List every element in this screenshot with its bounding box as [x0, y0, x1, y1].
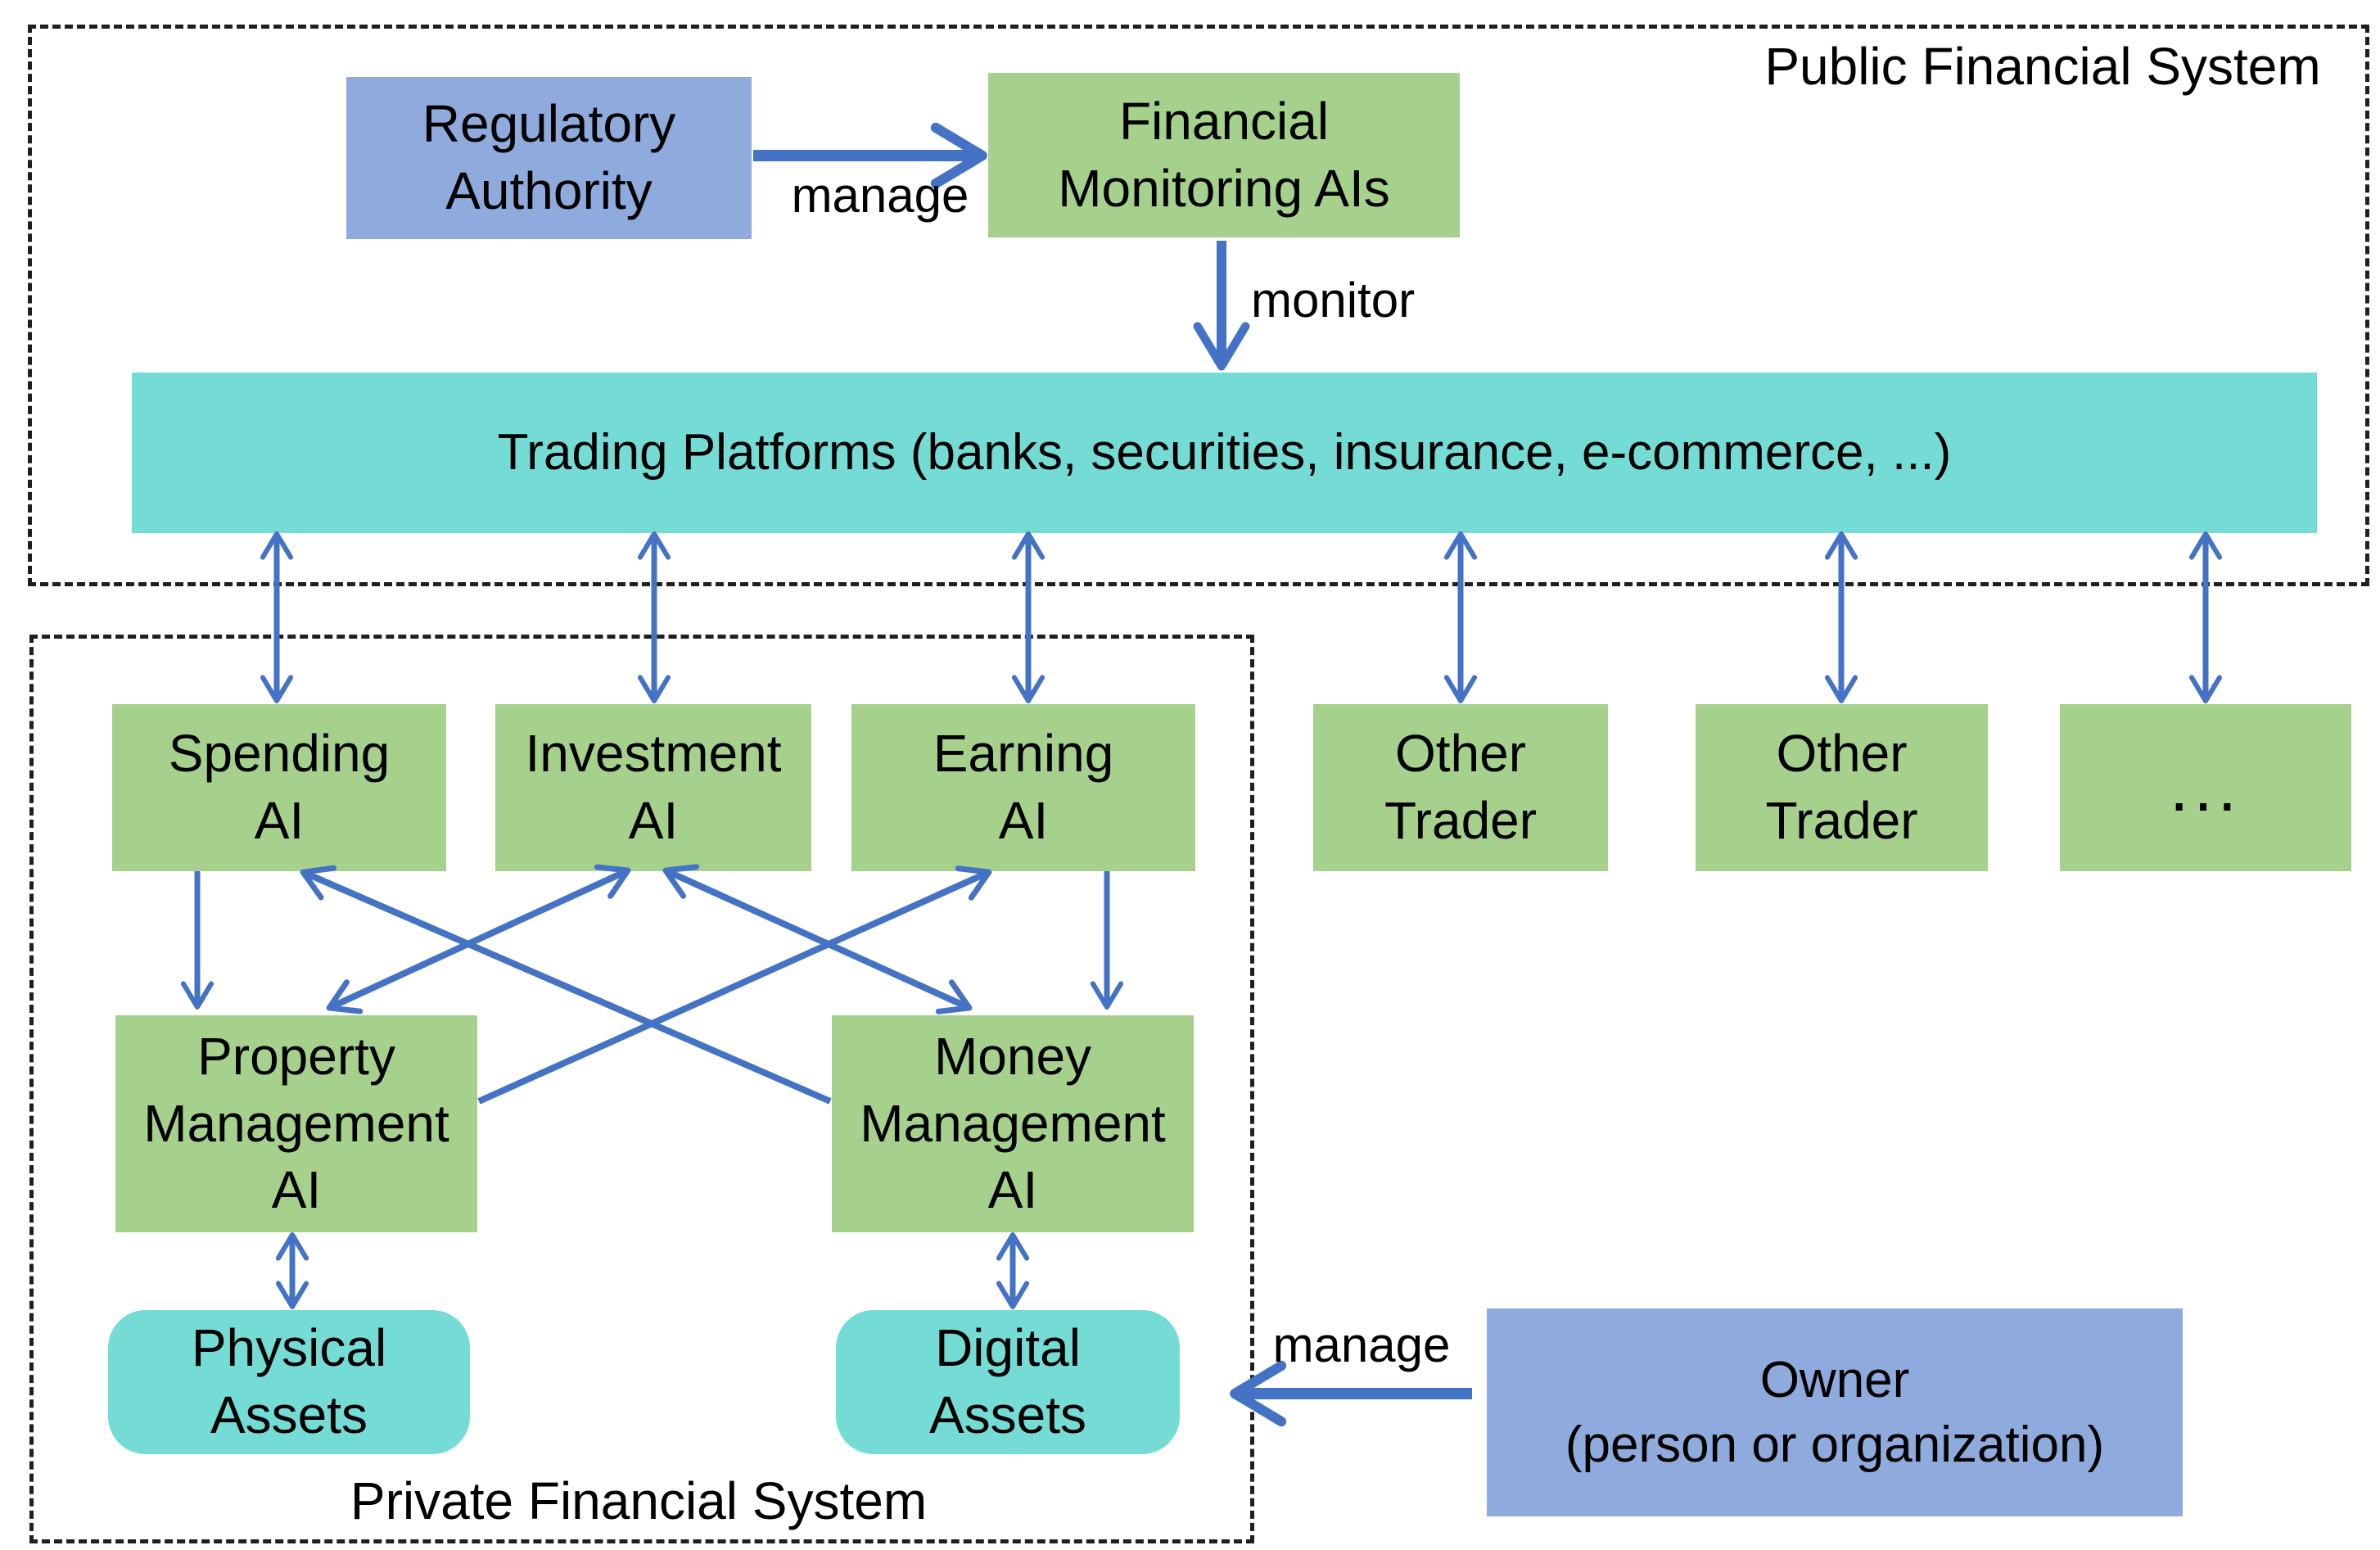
earning-ai-label-line1: Earning — [933, 724, 1114, 784]
owner-node: Owner (person or organization) — [1487, 1308, 2183, 1516]
physical-assets-node: Physical Assets — [108, 1310, 470, 1454]
earning-ai-node: Earning AI — [851, 704, 1195, 871]
spending-ai-label-line2: AI — [254, 791, 305, 850]
physical-assets-label-line1: Physical — [191, 1318, 387, 1378]
property-management-label-line2: Management — [143, 1093, 449, 1153]
money-management-ai-node: Money Management AI — [832, 1015, 1194, 1232]
property-management-label-line3: AI — [271, 1160, 322, 1220]
investment-ai-label-line2: AI — [628, 791, 679, 850]
money-management-label-line1: Money — [933, 1026, 1092, 1086]
owner-manage-arrow-label: manage — [1272, 1317, 1451, 1372]
financial-monitoring-label-line2: Monitoring AIs — [1058, 158, 1390, 218]
regulatory-authority-label-line1: Regulatory — [422, 94, 676, 154]
property-management-label-line1: Property — [197, 1026, 395, 1086]
other-trader-1-label-line2: Trader — [1384, 791, 1538, 850]
other-trader-1-node: Other Trader — [1313, 704, 1608, 871]
physical-assets-label-line2: Assets — [210, 1385, 368, 1444]
property-management-ai-node: Property Management AI — [115, 1015, 477, 1232]
regulatory-authority-node: Regulatory Authority — [346, 77, 752, 239]
trading-platforms-label: Trading Platforms (banks, securities, in… — [497, 424, 1952, 481]
more-traders-label: ... — [2169, 748, 2242, 826]
financial-monitoring-ais-node: Financial Monitoring AIs — [988, 73, 1460, 237]
other-trader-1-label-line1: Other — [1394, 724, 1527, 784]
digital-assets-node: Digital Assets — [836, 1310, 1180, 1454]
investment-ai-node: Investment AI — [495, 704, 811, 871]
money-management-label-line2: Management — [860, 1093, 1166, 1153]
other-trader-2-label-line1: Other — [1776, 724, 1908, 784]
spending-ai-node: Spending AI — [112, 704, 446, 871]
private-financial-system-label: Private Financial System — [350, 1471, 928, 1530]
monitor-arrow-label: monitor — [1251, 273, 1416, 328]
owner-label-line1: Owner — [1759, 1351, 1910, 1408]
trading-platforms-bar: Trading Platforms (banks, securities, in… — [132, 373, 2317, 533]
owner-label-line2: (person or organization) — [1565, 1417, 2105, 1473]
other-trader-2-label-line2: Trader — [1765, 791, 1918, 850]
public-financial-system-label: Public Financial System — [1764, 37, 2321, 96]
money-management-label-line3: AI — [987, 1160, 1038, 1220]
regulatory-authority-label-line2: Authority — [445, 161, 653, 220]
spending-ai-label-line1: Spending — [168, 724, 391, 784]
earning-ai-label-line2: AI — [998, 791, 1049, 850]
investment-ai-label-line1: Investment — [525, 724, 782, 784]
digital-assets-label-line1: Digital — [935, 1318, 1081, 1378]
financial-monitoring-label-line1: Financial — [1118, 91, 1330, 151]
other-trader-2-node: Other Trader — [1696, 704, 1988, 871]
public-financial-system-region — [28, 25, 2369, 586]
digital-assets-label-line2: Assets — [928, 1385, 1087, 1444]
manage-arrow-label: manage — [791, 168, 969, 223]
more-traders-node: ... — [2060, 704, 2351, 871]
